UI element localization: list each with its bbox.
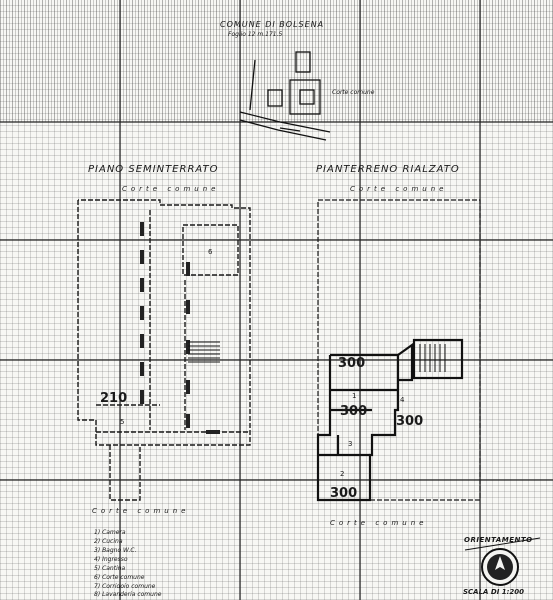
site-location-plan	[239, 51, 331, 141]
ground-courtyard-label: Corte comune	[350, 185, 448, 193]
legend-item: 6) Corte comune	[94, 574, 145, 581]
basement-staircase	[188, 341, 220, 363]
legend-item: 5) Cantina	[94, 565, 126, 572]
bottom-right-courtyard-label: Corte comune	[330, 519, 428, 527]
ground-height-label-2: 300	[340, 404, 368, 419]
ground-height-label-4: 300	[330, 486, 358, 501]
bottom-left-courtyard-label: Corte comune	[92, 507, 190, 515]
dark-print-band	[0, 0, 553, 122]
ground-floor-staircase	[419, 344, 446, 372]
basement-columns	[140, 222, 220, 434]
ground-height-label-1: 300	[338, 356, 366, 371]
ground-floor-plan-title: PIANTERRENO RIALZATO	[316, 164, 460, 175]
room-number: 2	[340, 470, 345, 478]
room-number: 4	[400, 396, 405, 404]
orientation-label: ORIENTAMENTO	[464, 536, 533, 544]
legend-item: 7) Corridoio comune	[94, 583, 156, 590]
municipality-label: COMUNE DI BOLSENA	[220, 20, 325, 29]
site-road-label: Corte comune	[332, 89, 375, 96]
legend-item: 3) Bagno W.C.	[94, 547, 137, 554]
room-number: 6	[208, 248, 213, 256]
legend-item: 2) Cucina	[94, 538, 123, 545]
legend-item: 4) Ingresso	[94, 556, 128, 563]
room-number: 1	[352, 392, 357, 400]
ground-height-label-3: 300	[396, 414, 424, 429]
compass-rose	[464, 537, 541, 586]
legend-item: 1) Camera	[94, 529, 126, 536]
basement-plan-title: PIANO SEMINTERRATO	[88, 164, 219, 175]
basement-floor-plan	[77, 199, 251, 501]
room-number: 3	[348, 440, 353, 448]
ground-floor-units	[316, 338, 464, 502]
legend-item: 8) Lavanderia comune	[94, 591, 162, 598]
basement-height-label: 210	[100, 391, 128, 406]
sheet-reference: Foglio 12 m.171.5	[228, 31, 283, 38]
basement-courtyard-label: Corte comune	[122, 185, 220, 193]
ground-floor-outline	[317, 199, 481, 501]
room-number: 5	[120, 418, 125, 426]
scale-label: SCALA DI 1:200	[463, 588, 525, 596]
